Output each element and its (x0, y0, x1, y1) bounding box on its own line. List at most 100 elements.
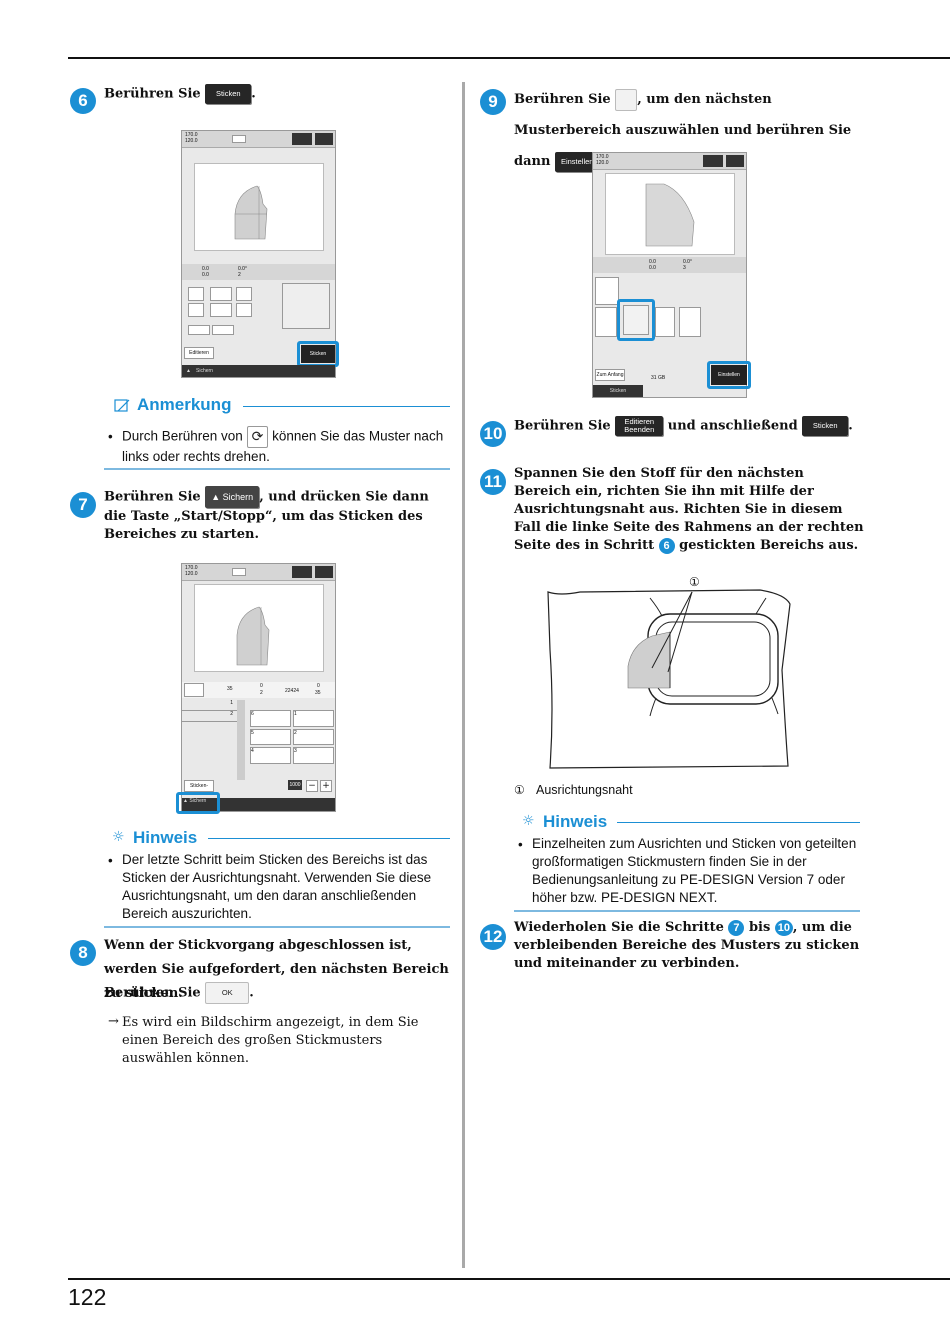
shift-left-button[interactable] (188, 325, 210, 335)
scrollbar[interactable] (237, 700, 245, 780)
step-10-text-b: und anschließend (667, 418, 798, 434)
screen-7-header: 170.0 120.0 (182, 564, 335, 581)
dims-height-7: 120.0 (185, 571, 198, 577)
shift-right-button[interactable] (212, 325, 234, 335)
step-9-text-a: Berühren Sie (514, 92, 611, 107)
pattern-thumb (184, 683, 204, 697)
area-highlight (617, 299, 655, 341)
area-thumb-1[interactable] (595, 307, 617, 337)
sticken-button[interactable]: Sticken (205, 84, 252, 104)
screen-9-header: 170.0 120.0 (593, 153, 746, 170)
angle-values: 0.0° 2 (238, 266, 247, 278)
area-select-icon[interactable] (615, 88, 638, 111)
hinweis-1-bullet: • (108, 853, 113, 868)
sticken-einstellungen-button[interactable]: Sticken- (184, 780, 214, 792)
size-indicator (232, 135, 246, 143)
screen-sticken-button[interactable]: Sticken (301, 345, 335, 363)
fabric-hoop-illustration (547, 589, 791, 769)
rotate-button[interactable] (188, 287, 204, 301)
density-button[interactable] (210, 303, 232, 317)
legend-number: ① (514, 783, 525, 797)
align-button[interactable] (188, 303, 204, 317)
hinweis-1-title: Hinweis (133, 828, 198, 847)
size-indicator-7 (232, 568, 246, 576)
thread-cell[interactable]: 2 (293, 728, 334, 746)
hinweis-2-bottom-line (514, 910, 860, 912)
area-thumb-4[interactable] (679, 307, 701, 337)
step-7-text: Berühren Sie ▲ Sichern, und drücken Sie … (104, 486, 449, 544)
thread-cell[interactable]: 5 (250, 728, 291, 746)
screen-9-sticken-tab[interactable]: Sticken (593, 385, 643, 397)
dims-width-9: 170.0 (596, 154, 609, 160)
screen-einstellen-button[interactable]: Einstellen (711, 365, 747, 385)
memory-button-9[interactable] (703, 155, 723, 167)
anmerkung-title-line (243, 406, 450, 407)
stitch-info-bar: 35 0 2 22424 0 35 (182, 682, 335, 698)
stitch-value-3: 2 (260, 690, 263, 696)
position-values: 0.0 0.0 (202, 266, 209, 278)
sticken-button-10[interactable]: Sticken (802, 416, 849, 436)
lace-pattern-icon (234, 185, 268, 240)
ok-button[interactable]: OK (205, 982, 250, 1004)
memory-readout: 31 GB (651, 375, 666, 381)
count-value-9: 3 (683, 265, 686, 271)
speed-readout: 1000 (288, 780, 302, 790)
thread-cell[interactable]: 6 (250, 710, 291, 727)
step-9-text-b: , um den nächsten Musterbereich auszuwäh… (514, 92, 852, 169)
step-12-ref-1: 7 (728, 919, 745, 936)
color-list: 1 2 (182, 700, 237, 724)
memory-button-7[interactable] (292, 566, 312, 578)
stitch-value-2: 0 (260, 683, 263, 689)
coord-2: 0.0 (202, 272, 209, 278)
stitch-value-6: 35 (315, 690, 321, 696)
step-10-text-a: Berühren Sie (514, 418, 611, 434)
thread-cell[interactable]: 1 (293, 710, 334, 727)
step-8-text-a: Wenn der Stickvorgang abgeschlossen ist,… (104, 938, 449, 1001)
size-button[interactable] (236, 303, 252, 317)
editieren-button[interactable]: Editieren (184, 347, 214, 359)
anmerkung-title: Anmerkung (137, 395, 232, 414)
hinweis-2-title-line (617, 822, 860, 823)
direction-pad[interactable] (282, 283, 330, 329)
zum-anfang-button[interactable]: Zum Anfang (595, 369, 625, 381)
step-11-text-b: gestickten Bereichs aus. (679, 538, 859, 553)
screen-sichern-button[interactable]: ▲ Sichern (183, 798, 206, 804)
step-12-text-a: Wiederholen Sie die Schritte (514, 920, 724, 935)
home-button-7[interactable] (315, 566, 333, 578)
mirror-button[interactable] (210, 287, 232, 301)
sichern-label[interactable]: Sichern (196, 368, 213, 374)
hinweis-2-text: Einzelheiten zum Ausrichten und Sticken … (532, 836, 857, 905)
speed-plus-button[interactable]: + (320, 780, 332, 792)
stitch-count: 22424 (285, 688, 299, 694)
step-12-text-b: bis (748, 920, 771, 935)
home-button-9[interactable] (726, 155, 744, 167)
copy-button[interactable] (236, 287, 252, 301)
einstellen-highlight (707, 361, 751, 389)
position-readout: 0.0 0.0 0.0° 2 (182, 264, 335, 280)
memory-button[interactable] (292, 133, 312, 145)
lightbulb-icon-2: ☼ (522, 813, 535, 829)
area-thumb-3[interactable] (655, 307, 675, 337)
thread-cell[interactable]: 3 (293, 747, 334, 764)
anmerkung-text: Durch Berühren von ⟳ können Sie das Must… (122, 426, 447, 466)
editieren-beenden-button[interactable]: Editieren Beenden (615, 416, 664, 436)
home-button[interactable] (315, 133, 333, 145)
step-7-text-b: , und drücken Sie dann die Taste „Start/… (104, 489, 429, 543)
area-thumb-2[interactable] (623, 305, 649, 335)
einstellen-button[interactable]: Einstellen (554, 151, 600, 172)
step-8-text-b: Berühren Sie (104, 985, 201, 1001)
step-8-text-c: . (249, 985, 254, 1001)
color-list-item[interactable]: 2 (182, 711, 237, 722)
alignment-figure: ① (540, 570, 800, 780)
screen-6-header: 170.0 120.0 (182, 131, 335, 148)
full-pattern-thumb (595, 277, 619, 305)
screen-6-bottom-bar: ▲ Sichern (182, 365, 335, 377)
result-arrow: → (108, 1014, 119, 1029)
color-list-item[interactable]: 1 (182, 700, 237, 711)
speed-minus-button[interactable]: − (306, 780, 318, 792)
sichern-button[interactable]: ▲ Sichern (205, 486, 260, 508)
thread-cell[interactable]: 4 (250, 747, 291, 764)
step-8-result: Es wird ein Bildschirm angezeigt, in dem… (122, 1015, 419, 1066)
embroidery-canvas (194, 163, 324, 251)
dims-width-7: 170.0 (185, 565, 198, 571)
